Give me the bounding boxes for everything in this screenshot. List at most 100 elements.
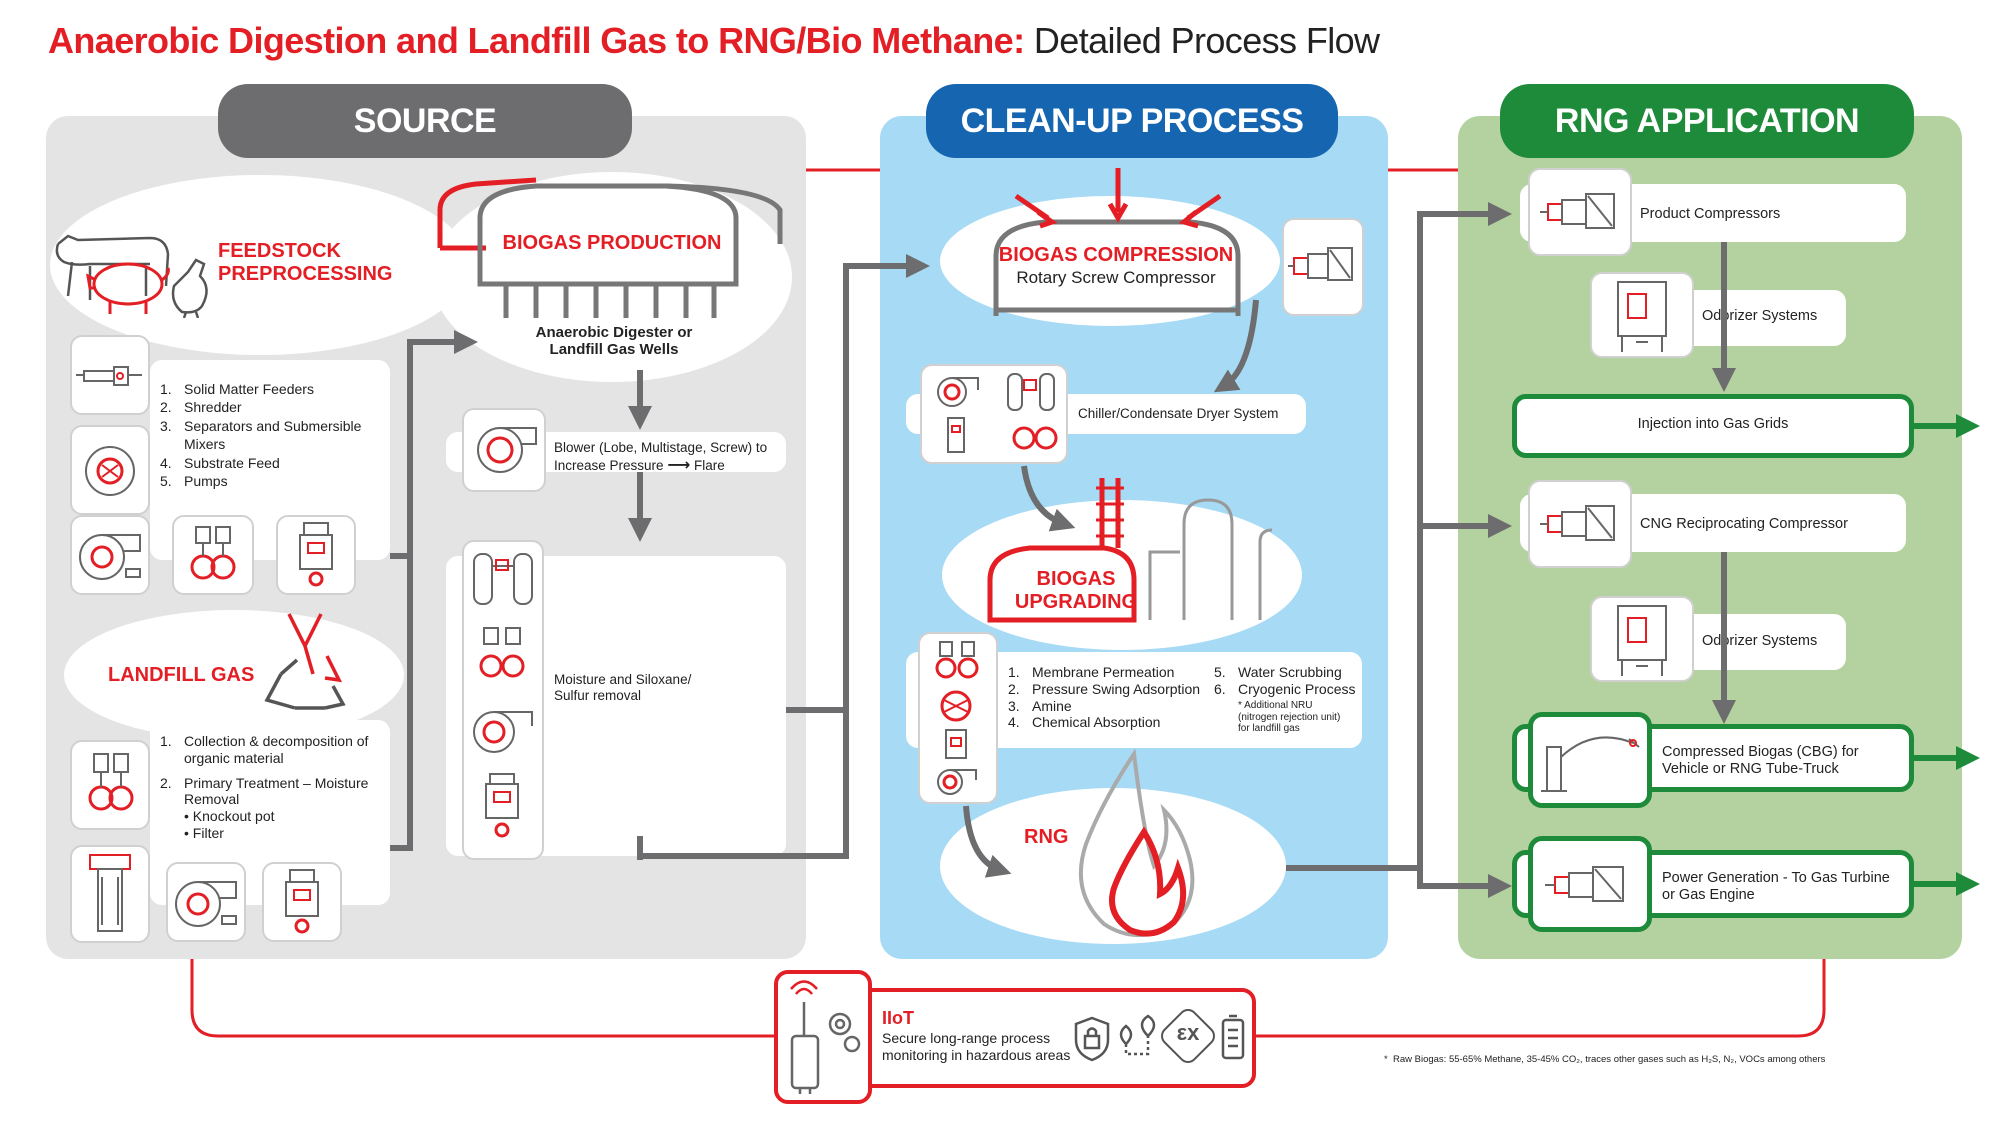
biogas-production-title: BIOGAS PRODUCTION	[502, 232, 722, 254]
application-header: RNG APPLICATION	[1500, 84, 1914, 158]
shield-lock-icon	[1074, 1016, 1110, 1062]
feeder-icon-box	[70, 335, 150, 415]
odorizer-icon	[1617, 605, 1667, 676]
list-item: 2.Primary Treatment – Moisture Removal• …	[160, 774, 369, 841]
battery-icon	[1221, 1014, 1245, 1060]
valve-icon-box	[172, 515, 254, 595]
digester-icon	[437, 177, 783, 318]
nru-note: * Additional NRU (nitrogen rejection uni…	[1238, 700, 1341, 734]
pump-icon	[85, 446, 135, 496]
list-item: 2.Shredder	[160, 399, 242, 416]
filter-icon	[89, 854, 131, 932]
methods-list-right: 5.Water Scrubbing 6.Cryogenic Process	[1214, 664, 1360, 698]
compressor-icon-box-3	[1528, 480, 1632, 568]
compressor-icon	[1540, 505, 1615, 541]
cow-icon	[55, 234, 170, 300]
chicken-icon	[171, 258, 208, 318]
methods-icons-box	[918, 632, 998, 804]
transmitter-icon	[299, 522, 333, 587]
iiot-title: IIoT	[882, 1008, 914, 1028]
power-text: Power Generation - To Gas Turbine or Gas…	[1662, 870, 1890, 904]
feedstock-list: 1.Solid Matter Feeders 2.Shredder 3.Sepa…	[160, 380, 390, 491]
blower-icon-box-3	[462, 408, 546, 492]
cbg-text: Compressed Biogas (CBG) for Vehicle or R…	[1662, 744, 1859, 778]
fuel-dispenser-icon	[1541, 736, 1640, 792]
feedstock-title: FEEDSTOCK PREPROCESSING	[218, 240, 393, 285]
list-item: 5.Pumps	[160, 473, 228, 490]
recycle-icon	[264, 613, 346, 710]
methods-icons	[935, 641, 979, 795]
feeder-icon	[76, 366, 142, 386]
blower-icon-box	[70, 515, 150, 595]
list-item: 1.Solid Matter Feeders	[160, 381, 314, 397]
blower-icon-box-2	[166, 862, 246, 942]
blower-icon	[79, 534, 141, 580]
odorizer-icon	[1617, 281, 1667, 352]
list-item: 3.Amine	[1008, 697, 1072, 714]
blower-text: Blower (Lobe, Multistage, Screw) to Incr…	[554, 440, 768, 475]
footnote: * Raw Biogas: 55-65% Methane, 35-45% CO₂…	[1384, 1054, 1826, 1065]
valve-icon	[88, 753, 134, 811]
compression-title: BIOGAS COMPRESSION	[998, 244, 1234, 266]
list-item: 4.Chemical Absorption	[1008, 714, 1161, 731]
source-header: SOURCE	[218, 84, 632, 158]
chiller-text: Chiller/Condensate Dryer System	[1078, 406, 1279, 421]
iiot-text: Secure long-range process monitoring in …	[882, 1030, 1071, 1063]
pig-icon	[86, 262, 170, 314]
filter-icon-box	[70, 845, 150, 943]
list-item: 3.Separators and Submersible Mixers	[160, 417, 362, 453]
odorizer-text-1: Odorizer Systems	[1702, 308, 1818, 324]
transmitter-icon	[285, 869, 319, 934]
compressor-dome-icon	[993, 168, 1241, 316]
landfill-list: 1.Collection & decomposition of organic …	[160, 733, 384, 842]
page-title: Anaerobic Digestion and Landfill Gas to …	[48, 20, 1380, 62]
ex-icon: εx	[1176, 1020, 1200, 1045]
moisture-icons	[473, 553, 533, 838]
landfill-title: LANDFILL GAS	[108, 664, 255, 686]
valve-icon-box-2	[70, 740, 150, 830]
arrow-icon: ⟶	[667, 457, 691, 475]
list-item: 5.Water Scrubbing	[1214, 664, 1342, 680]
cng-text: CNG Reciprocating Compressor	[1640, 516, 1848, 532]
compressor-icon	[1545, 866, 1624, 902]
flame-icon	[1078, 748, 1195, 938]
list-item: 1.Membrane Permeation	[1008, 664, 1175, 680]
product-compressors-text: Product Compressors	[1640, 206, 1781, 222]
odorizer-icon-box-2	[1590, 596, 1694, 682]
compressor-icon-box	[1282, 218, 1364, 316]
upgrading-plant-icon	[987, 478, 1273, 623]
dryer-icon	[937, 373, 1058, 453]
landfill-ellipse	[64, 610, 404, 740]
injection-text: Injection into Gas Grids	[1637, 416, 1789, 432]
blower-icon	[477, 427, 537, 473]
moisture-icons-box	[462, 540, 544, 860]
upgrading-ellipse	[942, 500, 1302, 650]
rng-label: RNG	[1024, 826, 1069, 848]
list-item: 1.Collection & decomposition of organic …	[160, 733, 369, 766]
moisture-text: Moisture and Siloxane/ Sulfur removal	[554, 672, 692, 704]
cleanup-header: CLEAN-UP PROCESS	[926, 84, 1338, 158]
injection-box	[1512, 394, 1914, 458]
title-normal: Detailed Process Flow	[1024, 20, 1380, 61]
transmitter-icon-box-2	[262, 862, 342, 942]
list-item: 2.Pressure Swing Adsorption	[1008, 680, 1201, 697]
livestock-icons	[55, 234, 208, 318]
gateway-icon	[790, 980, 861, 1094]
blower-icon	[175, 881, 237, 927]
location-icon	[1119, 1014, 1156, 1056]
compression-subtitle: Rotary Screw Compressor	[1016, 268, 1216, 287]
compressor-icon	[1288, 247, 1353, 281]
compressor-icon-box-2	[1528, 168, 1632, 256]
dryer-icon-box	[920, 364, 1068, 464]
valve-icon	[190, 526, 236, 580]
title-bold: Anaerobic Digestion and Landfill Gas to …	[48, 20, 1025, 61]
list-item: 6.Cryogenic Process	[1214, 680, 1356, 697]
odorizer-text-2: Odorizer Systems	[1702, 633, 1818, 649]
list-item: 4.Substrate Feed	[160, 454, 280, 471]
cbg-icon-box	[1528, 712, 1652, 808]
pump-icon-box	[70, 425, 150, 515]
power-icon-box	[1528, 836, 1652, 932]
odorizer-icon-box-1	[1590, 272, 1694, 358]
